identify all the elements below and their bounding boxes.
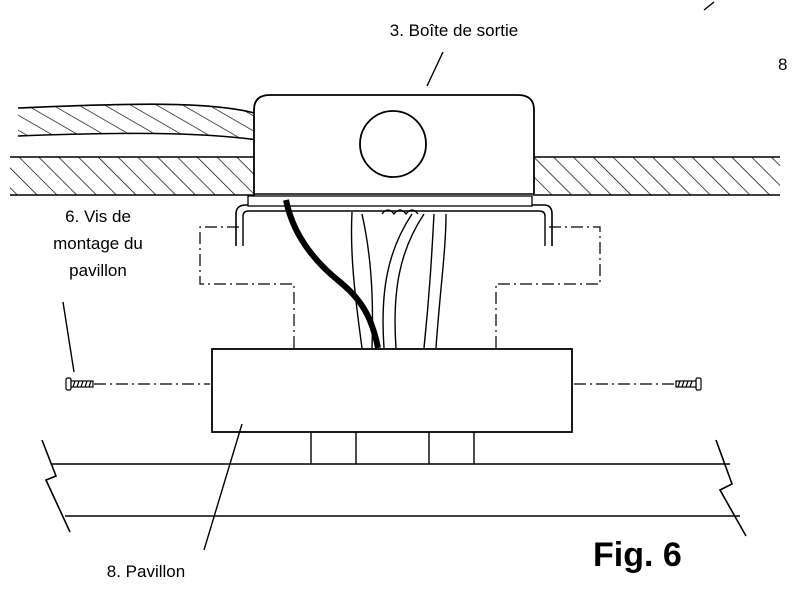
supply-cable (17, 103, 259, 141)
canopy-label: 8. Pavillon (107, 562, 185, 581)
mounting-screw-label-line3: pavillon (69, 261, 127, 280)
ceiling (10, 156, 780, 196)
canopy-mounting-outline (199, 226, 601, 348)
canopy (211, 348, 573, 433)
leader-lines (62, 1, 715, 551)
canopy-collar (310, 432, 475, 464)
mounting-screw-label-line1: 6. Vis de (65, 207, 131, 226)
mounting-screw-right (675, 377, 702, 391)
mounting-screw-label-line2: montage du (53, 234, 143, 253)
edge-label-fragment: 8 (778, 55, 787, 74)
fan-housing (41, 439, 747, 537)
outlet-box (253, 94, 535, 195)
mounting-screw-left (65, 377, 94, 391)
wires (283, 199, 447, 349)
figure-title: Fig. 6 (593, 536, 682, 574)
mounting-bracket (235, 195, 553, 246)
outlet-box-label: 3. Boîte de sortie (390, 21, 519, 40)
